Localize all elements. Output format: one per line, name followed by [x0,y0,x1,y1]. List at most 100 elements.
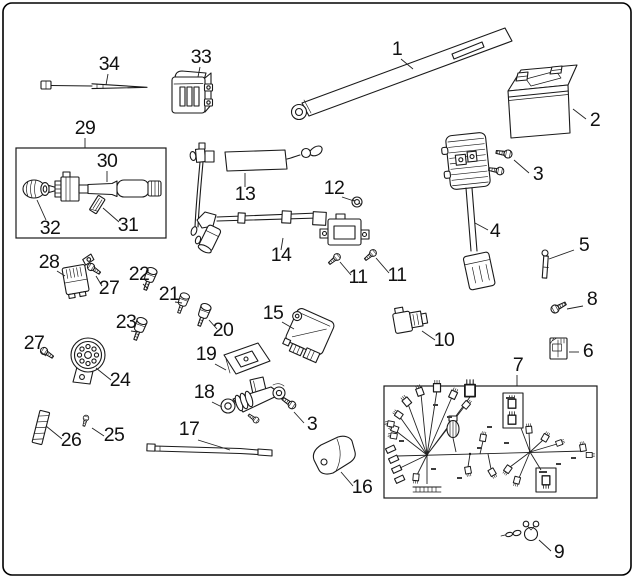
callout-5-label: 5 [579,234,590,256]
part-28-relay [61,253,95,300]
part-33-flasher-relay [171,70,214,114]
part-20-screw [193,301,213,329]
callout-21: 21 [159,283,183,305]
part-1-support-tube [290,27,513,121]
callout-18-label: 18 [194,381,215,403]
callout-19-label: 19 [196,343,217,365]
callout-4-label: 4 [490,220,501,242]
callout-12: 12 [324,177,355,202]
callout-32: 32 [36,199,61,239]
part-24-horn [70,337,106,385]
callout-2: 2 [572,108,601,131]
callout-33-label: 33 [191,46,212,68]
part-6-fuse [549,337,568,360]
callout-22: 22 [129,263,150,290]
callouts: 34 33 1 2 29 30 32 31 13 12 3 4 14 11 11… [24,38,601,563]
callout-14-label: 14 [271,244,292,266]
callout-10-label: 10 [434,329,455,351]
callout-24: 24 [95,367,132,391]
callout-9-label: 9 [554,541,564,563]
callout-31: 31 [102,207,139,236]
callout-8-label: 8 [587,288,597,310]
part-5-pin [541,249,549,279]
part-19-cdi-bracket [223,342,271,375]
part-11-bolts [326,247,379,267]
part-8-screw [549,299,569,315]
callout-24-label: 24 [110,369,131,391]
callout-13: 13 [235,173,256,205]
callout-3a-label: 3 [533,163,543,185]
callout-3a: 3 [513,159,544,185]
part-16-clamp-bracket [312,435,356,475]
callout-33: 33 [191,46,212,78]
callout-27b: 27 [24,332,47,357]
callout-6-label: 6 [583,340,593,362]
callout-27a-label: 27 [99,277,120,299]
callout-18: 18 [194,381,223,408]
callout-6: 6 [569,340,594,362]
callout-25-label: 25 [104,424,125,446]
callout-8: 8 [566,288,598,310]
part-15-cdi-unit [282,308,335,364]
callout-34-label: 34 [99,53,120,75]
callout-12-label: 12 [324,177,345,199]
callout-17: 17 [179,418,231,451]
callout-9: 9 [538,539,565,563]
callout-11b: 11 [375,257,407,286]
part-9-wire-clip [500,520,540,542]
callout-27a: 27 [95,275,120,299]
callout-17-label: 17 [179,418,200,440]
callout-32-label: 32 [40,217,61,239]
callout-23: 23 [116,311,139,333]
callout-31-label: 31 [118,214,139,236]
callout-7: 7 [513,354,524,386]
callout-13-label: 13 [235,183,256,205]
callout-11b-label: 11 [387,264,406,286]
callout-14: 14 [271,237,293,266]
part-31-key [89,195,106,215]
callout-3b: 3 [293,411,318,435]
part-3-bolt-lower [279,394,298,411]
callout-15-label: 15 [263,302,284,324]
callout-19: 19 [196,343,227,371]
part-14-ignition-coil-wire [196,210,370,254]
callout-7-label: 7 [513,354,523,376]
part-18-mount-bracket [220,376,286,425]
callout-25: 25 [91,424,126,446]
callout-3b-label: 3 [307,413,317,435]
part-34-cable-tie [40,80,148,90]
callout-27b-label: 27 [24,332,45,354]
part-17-rod [146,443,273,457]
callout-23-label: 23 [116,311,137,333]
callout-26-label: 26 [61,429,82,451]
callout-26: 26 [45,425,82,451]
part-7-wiring-harness [383,378,598,499]
callout-20-label: 20 [213,319,234,341]
part-3-bolts-upper [487,147,514,176]
callout-5: 5 [548,234,590,260]
callout-28-label: 28 [39,251,60,273]
callout-30: 30 [97,150,119,182]
part-13-tether-cord [189,142,323,245]
callout-4: 4 [474,220,501,242]
callout-2-label: 2 [590,109,600,131]
callout-29: 29 [75,117,96,148]
callout-16: 16 [340,471,373,498]
diagram-border [2,2,632,576]
callout-30-label: 30 [97,150,118,172]
callout-21-label: 21 [159,283,180,305]
callout-34: 34 [99,53,121,86]
callout-11a: 11 [339,261,368,288]
callout-15: 15 [263,302,295,330]
callout-20: 20 [208,319,235,341]
callout-11a-label: 11 [348,266,367,288]
part-10-starter-relay [392,306,429,334]
part-2-battery [507,64,578,139]
part-29-switch-kit-box [15,147,167,239]
callout-29-label: 29 [75,117,96,139]
callout-16-label: 16 [352,476,373,498]
callout-1: 1 [392,38,414,70]
callout-1-label: 1 [392,38,402,60]
